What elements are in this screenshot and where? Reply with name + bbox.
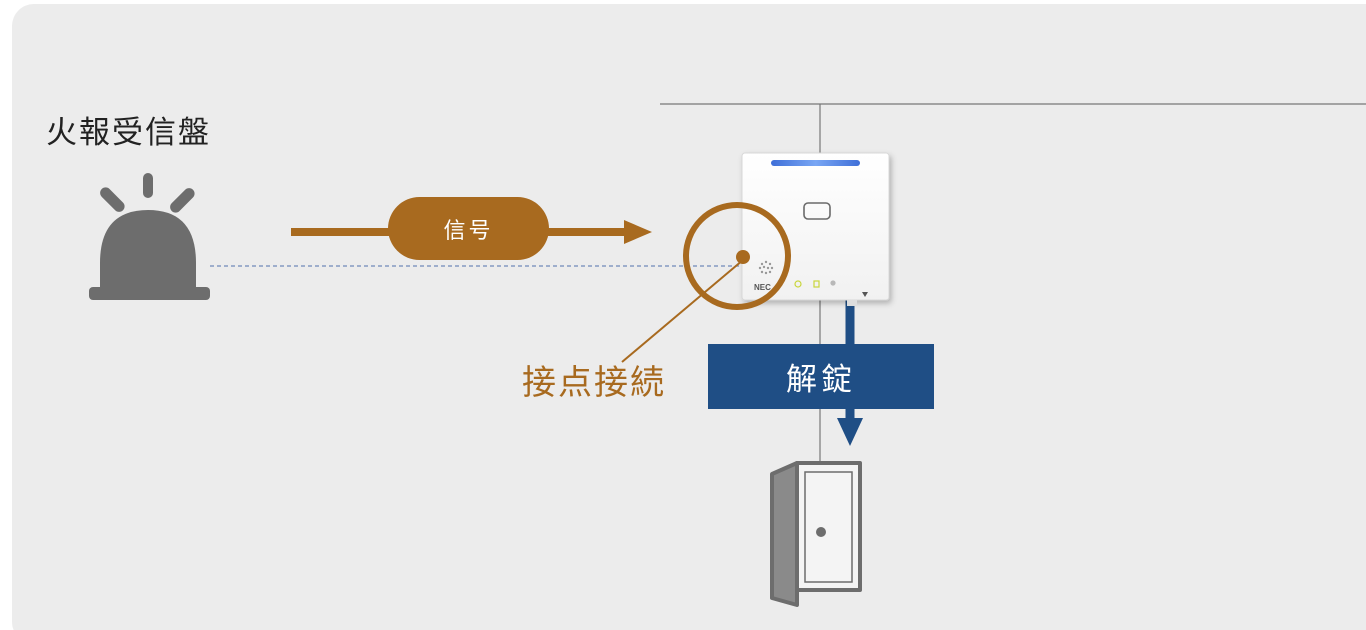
diagram-panel <box>12 4 1366 630</box>
unlock-label-text: 解錠 <box>786 362 856 398</box>
signal-label: 信号 <box>388 197 549 260</box>
signal-label-text: 信号 <box>443 218 494 244</box>
unlock-label: 解錠 <box>708 344 934 409</box>
contact-connection-label: 接点接続 <box>522 363 666 403</box>
device-brand-text: NEC <box>754 283 771 292</box>
contact-point-dot <box>736 250 750 264</box>
contact-highlight-circle <box>683 202 791 310</box>
alarm-lamp-icon <box>89 173 210 300</box>
fire-alarm-panel-label: 火報受信盤 <box>46 115 211 151</box>
door-icon <box>770 461 862 607</box>
access-controller-device-icon <box>741 152 890 306</box>
contact-leader-line <box>621 259 744 363</box>
